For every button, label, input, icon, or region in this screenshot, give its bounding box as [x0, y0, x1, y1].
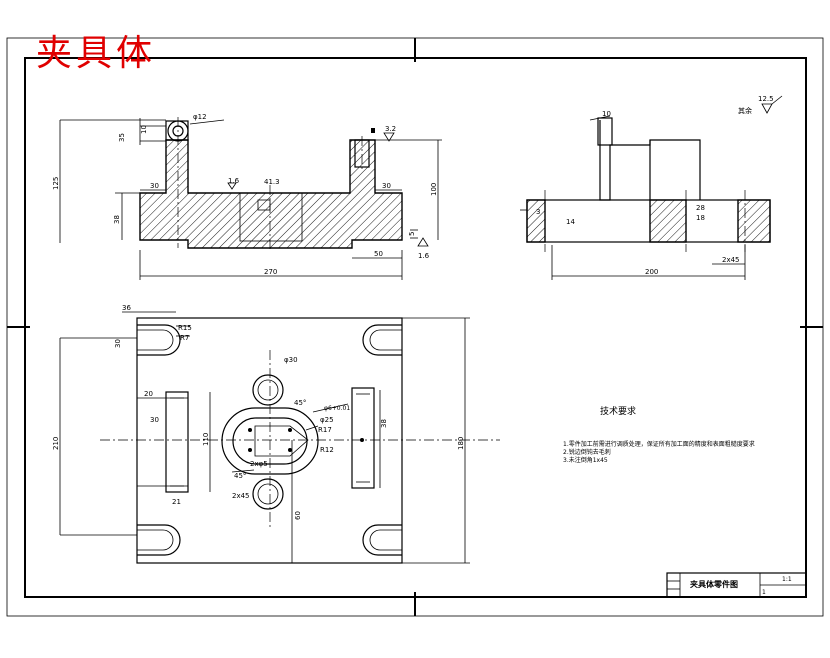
dim-1.6b: 1.6 — [418, 252, 430, 260]
plan-dim-phi25: φ25 — [320, 416, 334, 424]
side-dim-28: 28 — [696, 204, 705, 212]
outer-border — [6, 37, 824, 617]
plan-dim-phi30: φ30 — [284, 356, 298, 364]
side-dim-10: 10 — [602, 110, 611, 118]
inner-frame — [24, 57, 807, 598]
plan-dim-phi6: φ6+0.01 — [324, 405, 350, 412]
notes-item-1: 1.零件加工前需进行调质处理，保证所有加工面的精度和表面粗糙度要求 — [563, 440, 755, 448]
notes-heading: 技术要求 — [600, 405, 636, 417]
dim-5: 5 — [408, 232, 416, 236]
plan-dim-210: 210 — [52, 437, 60, 450]
plan-dim-60: 60 — [294, 511, 302, 520]
dim-30a: 30 — [150, 182, 159, 190]
plan-dim-2x45: 2x45 — [232, 492, 250, 500]
dim-125: 125 — [52, 177, 60, 190]
plan-dim-20: 20 — [144, 390, 153, 398]
plan-dim-110: 110 — [202, 433, 210, 446]
front-section-view — [59, 117, 442, 280]
plan-dim-r7: R7 — [180, 334, 189, 342]
dim-100: 100 — [430, 183, 438, 196]
dim-3.2: 3.2 — [385, 125, 396, 133]
plan-dim-38: 38 — [380, 419, 388, 428]
notes-item-3: 3.未注倒角1x45 — [563, 456, 608, 464]
plan-dim-r12: R12 — [320, 446, 334, 454]
drawing-title: 夹具体 — [36, 33, 157, 74]
title-block-name: 夹具体零件图 — [690, 579, 738, 589]
plan-dim-30b: 30 — [150, 416, 159, 424]
side-dim-14: 14 — [566, 218, 575, 226]
plan-dim-45deg: 45° — [294, 399, 306, 407]
plan-dim-2xphi5: 2xφ5 — [250, 460, 268, 468]
roughness-label: 其余 — [738, 106, 752, 115]
title-block — [666, 572, 807, 598]
plan-dim-21: 21 — [172, 498, 181, 506]
side-dim-2x45: 2x45 — [722, 256, 740, 264]
dim-phi12: φ12 — [193, 113, 207, 121]
side-dim-18: 18 — [696, 214, 705, 222]
plan-dim-r17: R17 — [318, 426, 332, 434]
plan-dim-r15: R15 — [178, 324, 192, 332]
roughness-value: 12.5 — [758, 95, 774, 103]
side-dim-200: 200 — [645, 268, 658, 276]
dim-35: 35 — [118, 133, 126, 142]
dim-50: 50 — [374, 250, 383, 258]
side-dim-3: 3 — [536, 208, 540, 216]
dim-41.3: 41.3 — [264, 178, 280, 186]
title-block-sheet: 1 — [762, 589, 766, 596]
plan-dim-36: 36 — [122, 304, 131, 312]
dim-270: 270 — [264, 268, 277, 276]
side-view — [520, 95, 783, 280]
dim-30b: 30 — [382, 182, 391, 190]
plan-dim-45b: 45° — [234, 472, 246, 480]
dim-38: 38 — [113, 215, 121, 224]
dim-1.6a: 1.6 — [228, 177, 240, 185]
title-block-scale: 1:1 — [782, 576, 792, 583]
plan-view — [59, 311, 500, 564]
notes-item-2: 2.锐边倒钝去毛刺 — [563, 448, 611, 456]
dim-10: 10 — [140, 125, 148, 134]
plan-dim-180: 180 — [457, 437, 465, 450]
plan-dim-30: 30 — [114, 339, 122, 348]
